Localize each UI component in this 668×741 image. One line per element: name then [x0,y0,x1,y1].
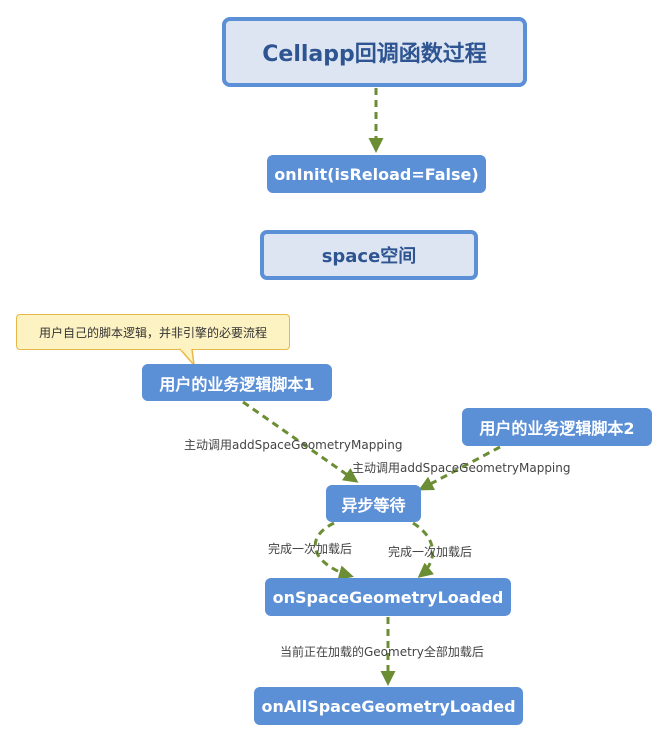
edge-label-loaded-left: 完成一次加载后 [268,542,353,556]
oninit-label: onInit(isReload=False) [274,164,479,184]
edge-script2-to-wait [418,445,501,491]
wait-label: 异步等待 [341,495,406,515]
script1-label: 用户的业务逻辑脚本1 [159,374,315,394]
loaded-label: onSpaceGeometryLoaded [272,587,504,607]
edge-label-loaded-right: 完成一次加载后 [388,545,473,559]
edge-label-all: 当前正在加载的Geometry全部加载后 [280,645,484,659]
oninit-node: onInit(isReload=False) [267,155,486,193]
loaded-node: onSpaceGeometryLoaded [265,578,511,616]
allloaded-label: onAllSpaceGeometryLoaded [261,696,516,716]
title-node: Cellapp回调函数过程 [222,17,527,87]
edge-script1-to-wait [242,400,359,483]
allloaded-node: onAllSpaceGeometryLoaded [254,687,523,725]
edge-label-script1: 主动调用addSpaceGeometryMapping [184,438,403,452]
title-label: Cellapp回调函数过程 [262,42,487,67]
callout-note: 用户自己的脚本逻辑，并非引擎的必要流程 [16,314,290,350]
callout-text: 用户自己的脚本逻辑，并非引擎的必要流程 [38,325,267,340]
script1-node: 用户的业务逻辑脚本1 [142,364,332,401]
script2-node: 用户的业务逻辑脚本2 [462,408,652,446]
space-label: space空间 [321,246,417,267]
edge-label-script2: 主动调用addSpaceGeometryMapping [352,461,571,475]
script2-label: 用户的业务逻辑脚本2 [479,419,635,438]
wait-node: 异步等待 [326,485,421,522]
edge-wait-to-loaded-left [313,521,354,580]
space-node: space空间 [260,230,478,280]
